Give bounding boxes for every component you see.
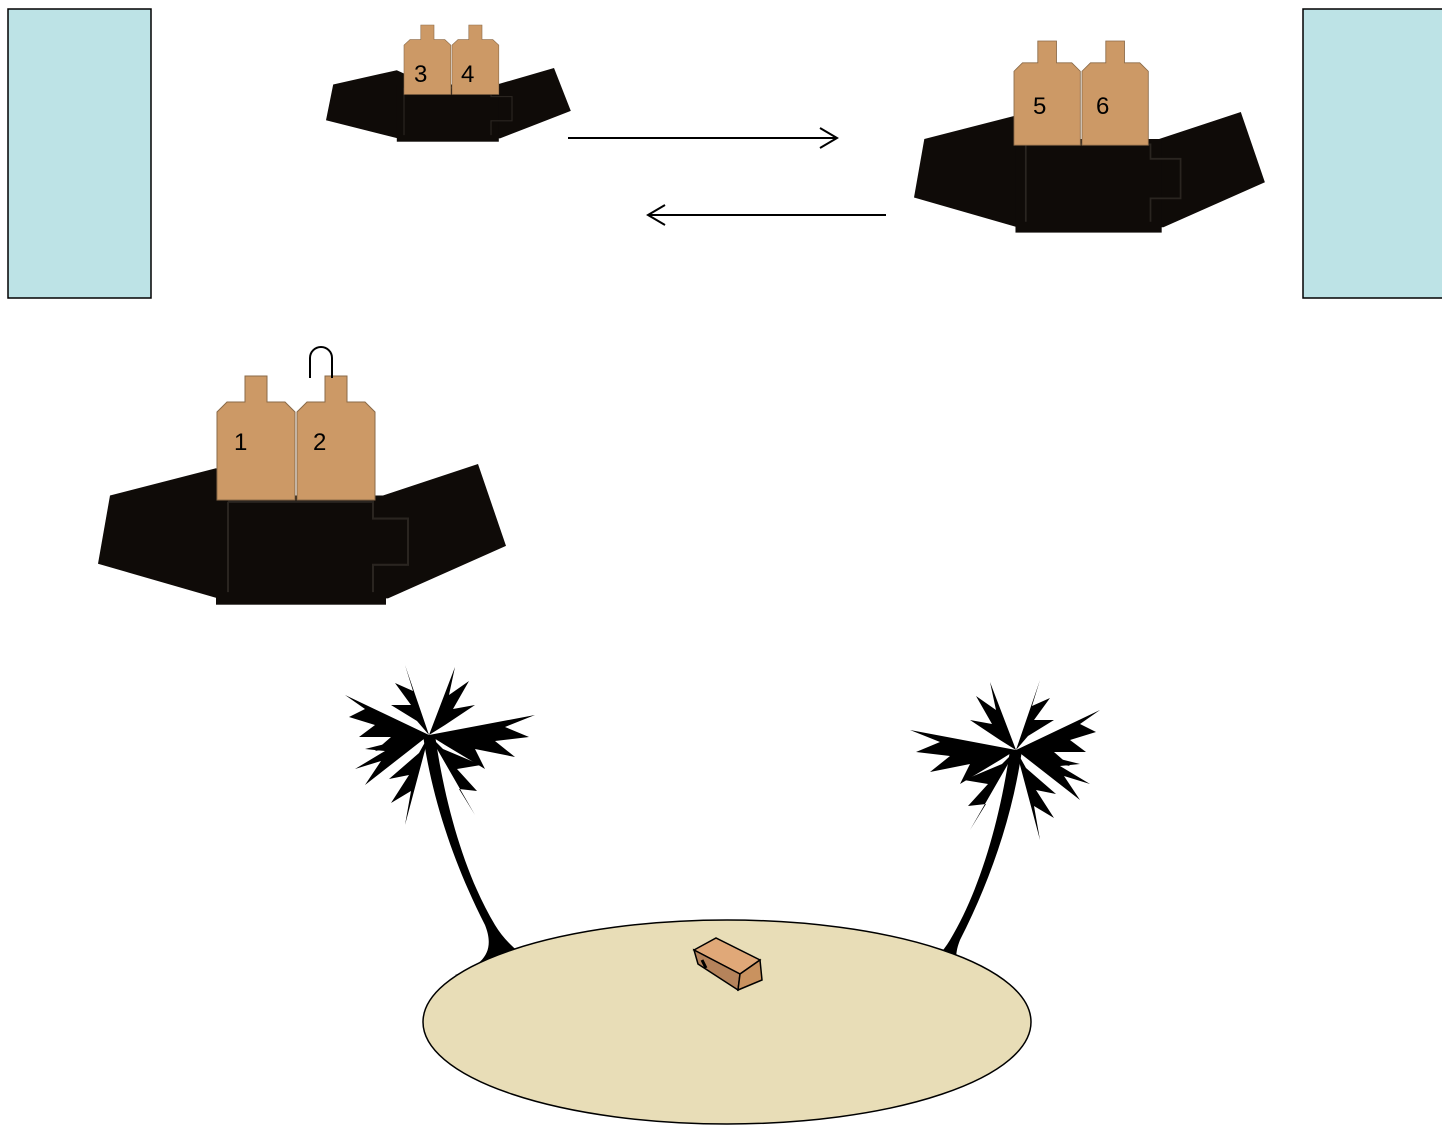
container-2 xyxy=(296,375,376,501)
arrow-right-icon xyxy=(568,127,839,149)
container-label-2: 2 xyxy=(313,429,326,456)
container-label-1: 1 xyxy=(234,429,247,456)
island xyxy=(422,919,1032,1125)
container-label-6: 6 xyxy=(1096,93,1109,120)
hook-icon xyxy=(309,346,333,378)
container-3 xyxy=(403,24,452,95)
container-6 xyxy=(1081,40,1149,146)
arrow-left-icon xyxy=(646,204,886,226)
container-4 xyxy=(451,24,500,95)
container-1 xyxy=(216,375,296,501)
container-label-4: 4 xyxy=(461,61,474,88)
right-pier xyxy=(1302,8,1442,299)
left-pier xyxy=(7,8,152,299)
container-label-5: 5 xyxy=(1033,93,1046,120)
container-label-3: 3 xyxy=(414,61,427,88)
treasure-chest-icon xyxy=(692,937,763,992)
palm-tree-left-icon xyxy=(345,665,560,975)
container-5 xyxy=(1013,40,1081,146)
